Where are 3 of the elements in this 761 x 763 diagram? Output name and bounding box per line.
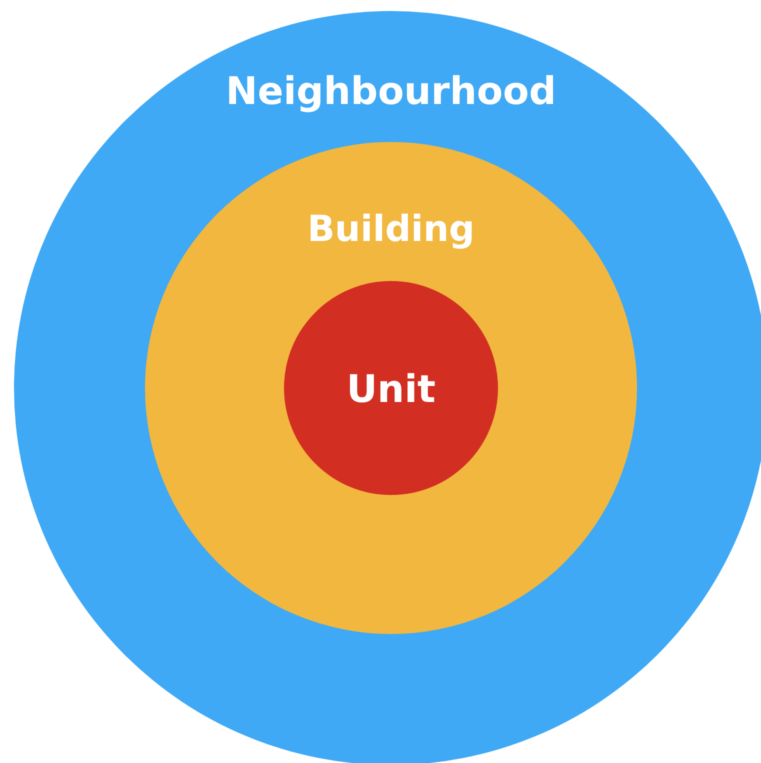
circle-label: Unit <box>345 369 437 411</box>
circle-label: Neighbourhood <box>224 71 558 113</box>
circle-label: Building <box>306 210 476 250</box>
